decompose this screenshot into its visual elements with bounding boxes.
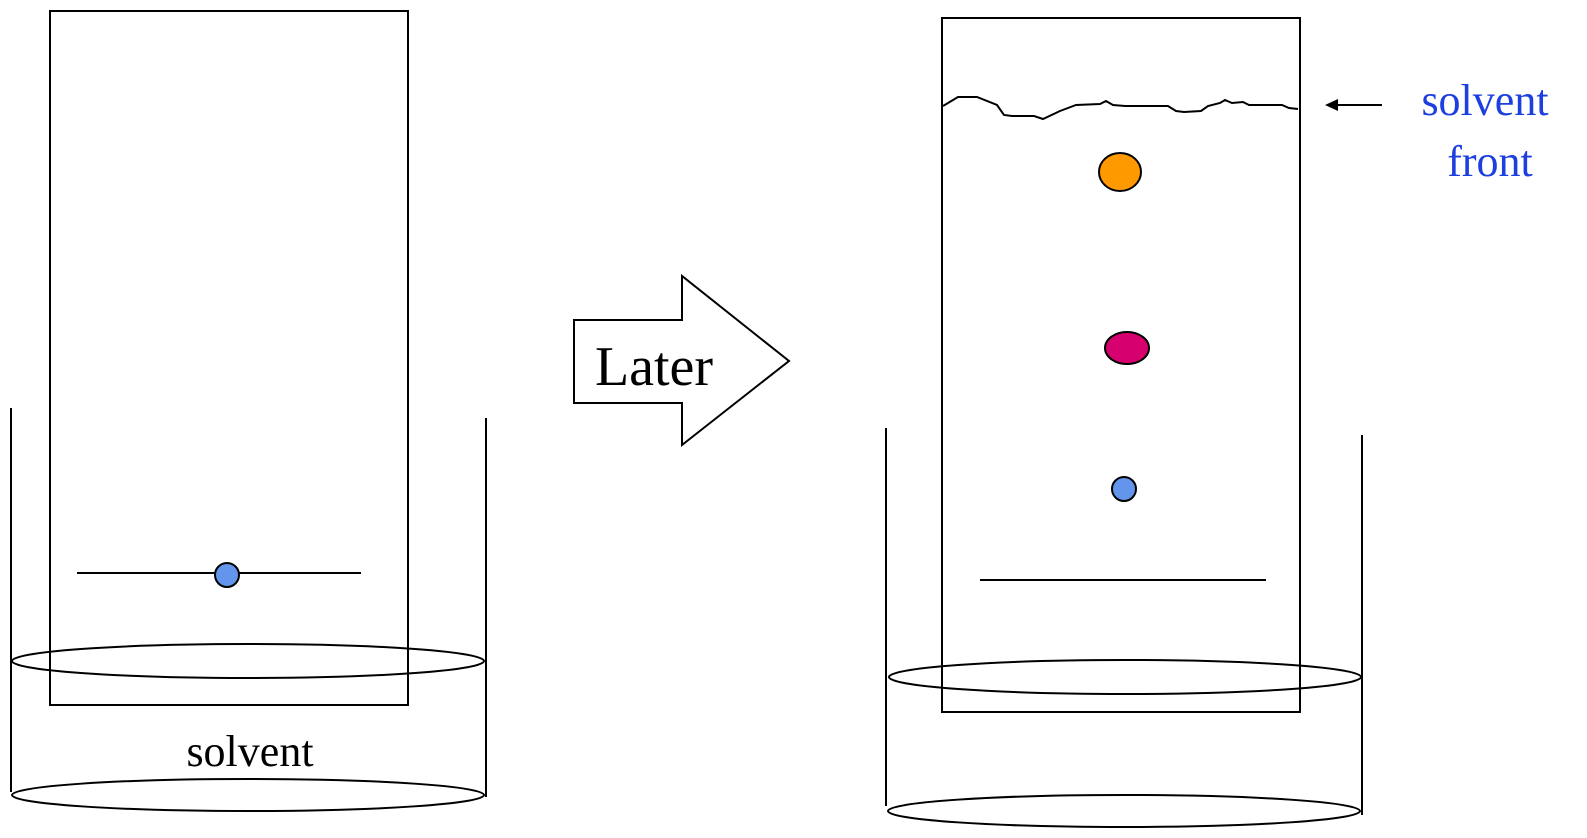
later-arrow: Later bbox=[573, 273, 791, 448]
initial-setup: solvent bbox=[10, 10, 487, 812]
left-solvent-surface bbox=[11, 643, 485, 679]
developed-setup: solvent front bbox=[885, 17, 1549, 828]
orange-spot bbox=[1098, 152, 1142, 192]
right-beaker-bottom bbox=[887, 794, 1361, 828]
blue-spot bbox=[1111, 476, 1137, 502]
right-tlc-plate bbox=[941, 17, 1301, 713]
later-label: Later bbox=[595, 336, 713, 398]
right-arrow-icon bbox=[573, 273, 791, 448]
magenta-spot bbox=[1104, 331, 1150, 365]
solvent-label: solvent bbox=[186, 727, 313, 776]
left-sample-spot bbox=[214, 562, 240, 588]
solvent-front-line bbox=[942, 96, 1299, 121]
solvent-front-label-line2: front bbox=[1447, 137, 1533, 186]
right-solvent-surface bbox=[888, 659, 1362, 695]
arrow-left-icon bbox=[1325, 99, 1338, 111]
left-beaker-bottom bbox=[11, 778, 485, 812]
left-tlc-plate bbox=[49, 10, 409, 706]
solvent-front-label-line1: solvent bbox=[1421, 76, 1548, 125]
